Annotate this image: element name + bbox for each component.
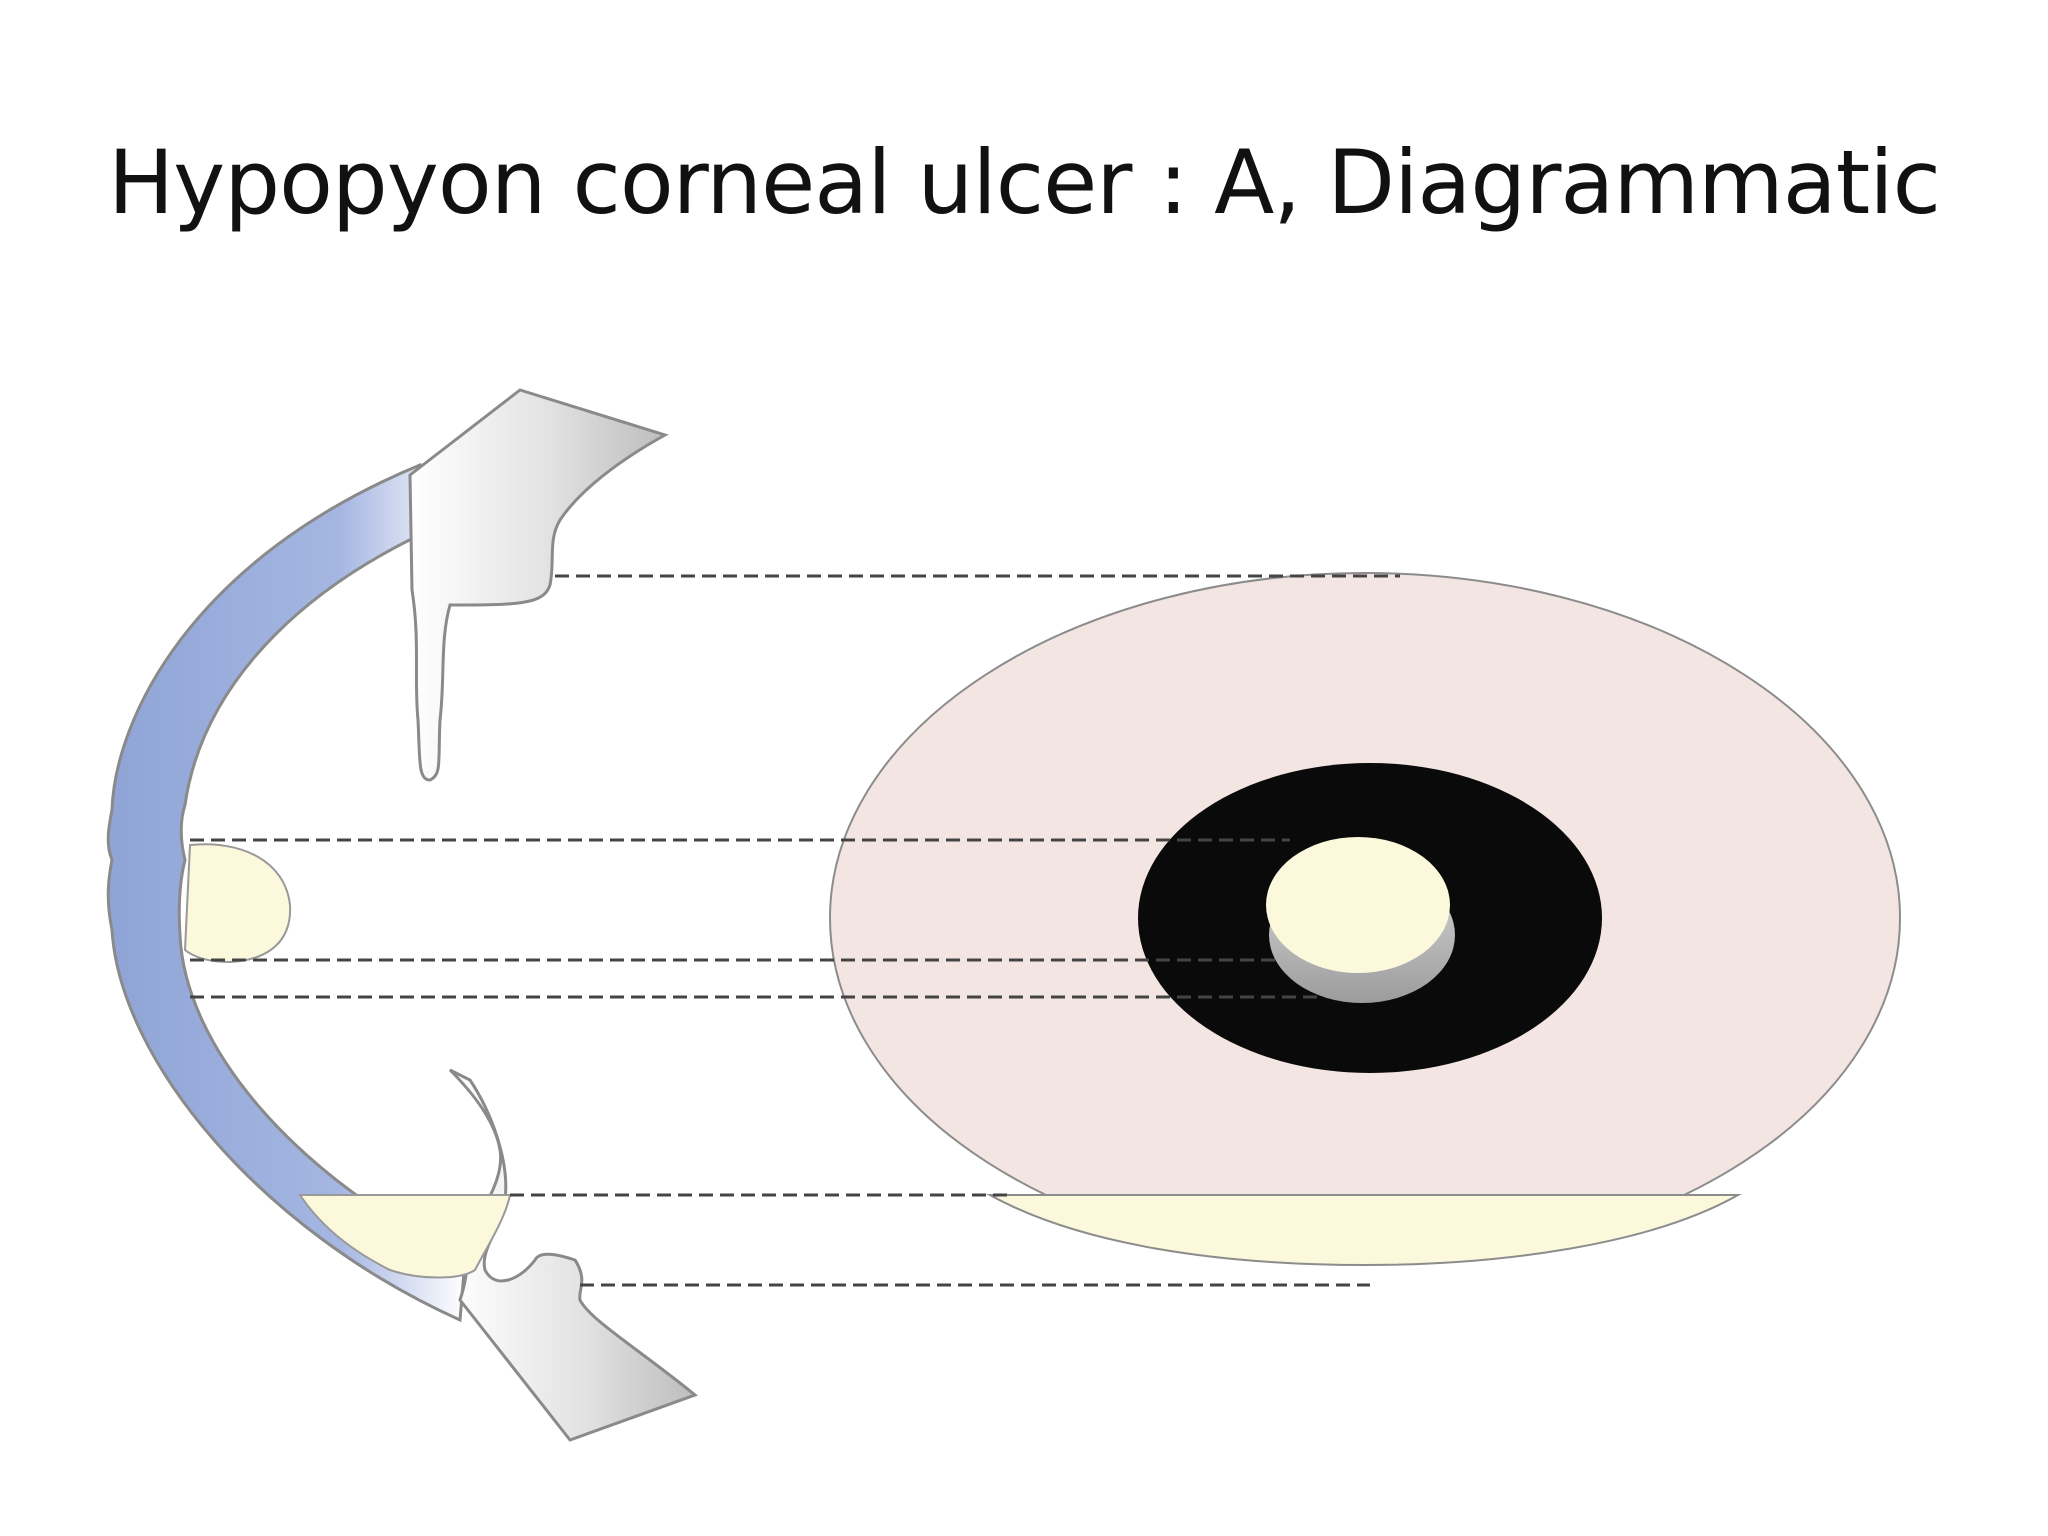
upper-iris-section	[408, 388, 669, 782]
projection-lines	[190, 574, 1400, 1287]
lower-iris-section	[448, 1068, 698, 1442]
ulcer-frontal-view	[1266, 837, 1450, 973]
cornea-cross-section	[106, 462, 467, 1323]
hypopyon-frontal-view	[986, 1194, 1742, 1267]
hypopyon-side-view	[298, 1194, 512, 1279]
ulcer-side-view	[183, 843, 292, 964]
slide-title: Hypopyon corneal ulcer : A, Diagrammatic	[107, 131, 1941, 234]
